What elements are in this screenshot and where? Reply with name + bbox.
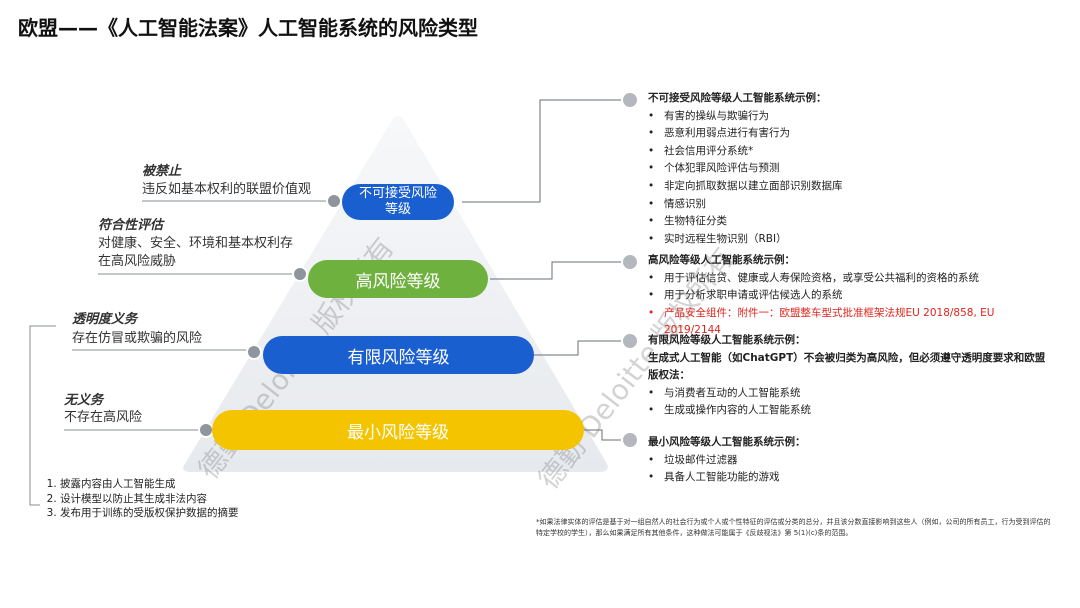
category-transparency: 透明度义务 (72, 312, 138, 327)
list-item: 个体犯罪风险评估与预测 (648, 160, 843, 178)
list-item-product-safety: 产品安全组件：附件一：欧盟整车型式批准框架法规EU 2018/858, EU 2… (648, 305, 1034, 340)
category-description: 不存在高风险 (64, 410, 143, 425)
list-item: 实时远程生物识别（RBI） (648, 231, 843, 249)
list-item: 生成或操作内容的人工智能系统 (648, 402, 1048, 420)
panel-high-risk-examples: 高风险等级人工智能系统示例： 用于评估信贷、健康或人寿保险资格，或享受公共福利的… (648, 252, 1034, 340)
category-conformity-assessment: 符合性评估 (98, 218, 164, 233)
list-item: 生物特征分类 (648, 213, 843, 231)
connector-dot (292, 266, 308, 282)
connector-dot (621, 332, 639, 350)
level-unacceptable-risk: 不可接受风险 等级 (342, 184, 454, 220)
list-item: 用于评估信贷、健康或人寿保险资格，或享受公共福利的资格的系统 (648, 270, 1034, 288)
category-prohibited: 被禁止 (142, 164, 182, 179)
level-label: 最小风险等级 (347, 422, 449, 443)
list-item: 与消费者互动的人工智能系统 (648, 385, 1048, 403)
list-item: 具备人工智能功能的游戏 (648, 469, 806, 487)
panel-limited-risk-examples: 有限风险等级人工智能系统示例： 生成式人工智能（如ChatGPT）不会被归类为高… (648, 332, 1048, 420)
category-description: 违反如基本权利的联盟价值观 (142, 182, 312, 197)
level-limited-risk: 有限风险等级 (263, 336, 534, 374)
list-item: 有害的操纵与欺骗行为 (648, 108, 843, 126)
connector-dot (326, 193, 342, 209)
panel-unacceptable-examples: 不可接受风险等级人工智能系统示例： 有害的操纵与欺骗行为 恶意利用弱点进行有害行… (648, 90, 843, 248)
category-no-obligation: 无义务 (64, 393, 104, 408)
list-item: 非定向抓取数据以建立面部识别数据库 (648, 178, 843, 196)
connector-dot (621, 431, 639, 449)
connector-dot (621, 91, 639, 109)
connector-dot (246, 344, 262, 360)
list-item: 披露内容由人工智能生成 (60, 477, 239, 492)
list-item: 社会信用评分系统* (648, 143, 843, 161)
category-description: 对健康、安全、环境和基本权利存在高风险威胁 (98, 236, 294, 269)
page-title: 欧盟——《人工智能法案》人工智能系统的风险类型 (18, 16, 478, 40)
panel-note: 生成式人工智能（如ChatGPT）不会被归类为高风险，但必须遵守透明度要求和欧盟… (648, 351, 1046, 382)
list-item: 设计模型以防止其生成非法内容 (60, 492, 239, 507)
level-minimal-risk: 最小风险等级 (212, 410, 584, 450)
level-label: 不可接受风险 等级 (358, 186, 437, 217)
category-description: 存在仿冒或欺骗的风险 (72, 331, 203, 346)
level-label: 有限风险等级 (347, 347, 450, 368)
panel-heading: 最小风险等级人工智能系统示例： (648, 436, 806, 448)
panel-heading: 高风险等级人工智能系统示例： (648, 254, 795, 266)
transparency-obligations-list: 披露内容由人工智能生成 设计模型以防止其生成非法内容 发布用于训练的受版权保护数… (40, 477, 239, 521)
level-label: 高风险等级 (355, 271, 441, 292)
list-item: 恶意利用弱点进行有害行为 (648, 125, 843, 143)
panel-heading: 有限风险等级人工智能系统示例： (648, 334, 806, 346)
list-item: 情感识别 (648, 196, 843, 214)
panel-heading: 不可接受风险等级人工智能系统示例： (648, 92, 827, 104)
list-item: 垃圾邮件过滤器 (648, 452, 806, 470)
footnote: *如果法律实体的评估是基于对一组自然人的社会行为或个人或个性特征的评估或分类的总… (536, 518, 1051, 537)
level-high-risk: 高风险等级 (308, 260, 488, 298)
list-item: 用于分析求职申请或评估候选人的系统 (648, 287, 1034, 305)
panel-minimal-risk-examples: 最小风险等级人工智能系统示例： 垃圾邮件过滤器 具备人工智能功能的游戏 (648, 434, 806, 487)
list-item: 发布用于训练的受版权保护数据的摘要 (60, 506, 239, 521)
connector-dot (621, 253, 639, 271)
